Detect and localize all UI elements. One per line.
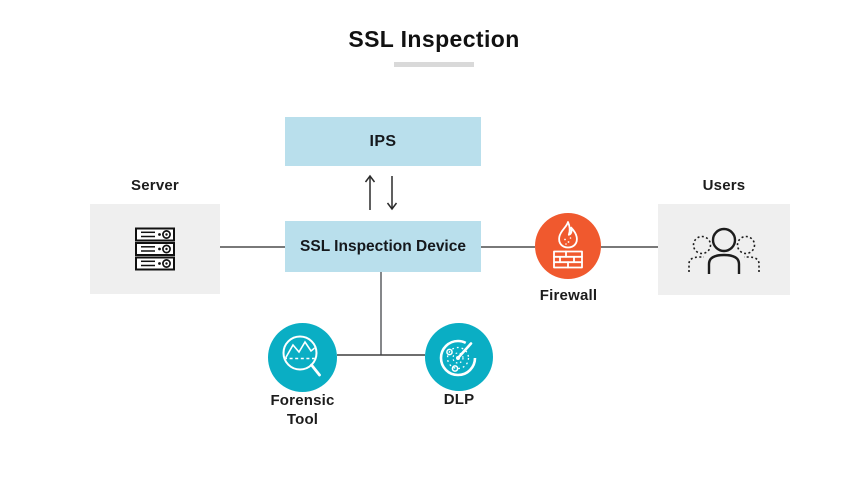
server-label: Server xyxy=(131,177,179,194)
magnifier-over-chart-icon xyxy=(282,335,321,377)
up-arrow-icon xyxy=(364,174,376,210)
radar-scan-icon xyxy=(439,339,477,377)
forensic-tool-label: Forensic Tool xyxy=(252,391,353,429)
ips-label: IPS xyxy=(369,132,397,150)
forensic-tool-label-line1: Forensic xyxy=(270,392,335,409)
server-panel xyxy=(90,204,220,294)
users-label: Users xyxy=(702,177,746,194)
firewall-label: Firewall xyxy=(539,287,598,304)
title-underline xyxy=(394,62,474,67)
flame-over-brick-wall-icon xyxy=(553,221,583,269)
forensic-tool-badge xyxy=(268,323,337,392)
firewall-badge xyxy=(535,213,601,279)
page-title: SSL Inspection xyxy=(348,26,520,52)
ssl-device-label: SSL Inspection Device xyxy=(300,237,466,255)
forensic-tool-label-line2: Tool xyxy=(286,411,319,428)
user-group-icon xyxy=(688,227,760,274)
dlp-badge xyxy=(425,323,493,391)
node-ips: IPS xyxy=(285,117,481,166)
dlp-label: DLP xyxy=(443,391,475,408)
users-panel xyxy=(658,204,790,295)
server-rack-icon xyxy=(135,227,175,270)
node-ssl-inspection-device: SSL Inspection Device xyxy=(285,221,481,272)
down-arrow-icon xyxy=(386,176,398,211)
